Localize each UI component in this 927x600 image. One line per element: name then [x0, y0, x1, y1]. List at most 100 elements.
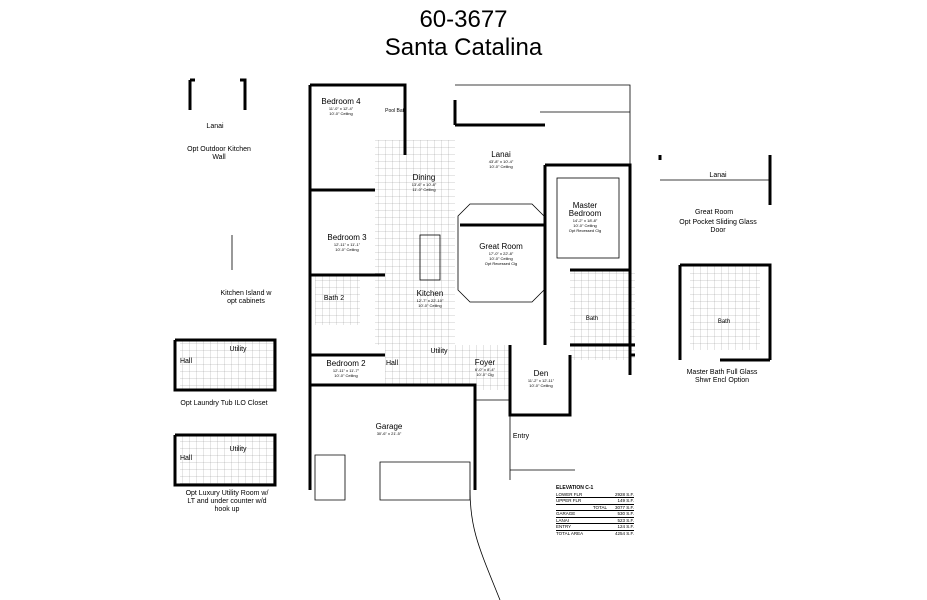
area-value: 149 S.F.: [617, 498, 634, 503]
option-pocket-great-room: Great Room: [694, 209, 734, 216]
room-name: Bath 2: [323, 295, 345, 302]
room-name: Great Room: [479, 242, 523, 251]
room-ceiling: 10'-0" Ceiling: [489, 256, 513, 261]
room-utility: Utility: [430, 348, 447, 355]
room-name: Den: [533, 369, 549, 378]
room-ceiling: 11'-0" Ceiling: [412, 187, 436, 192]
room-ceiling: 10'-0" Ceiling: [489, 164, 513, 169]
room-ceiling: 10'-0" Ceiling: [335, 247, 359, 252]
room-note: Opt Recessed Clg: [568, 228, 602, 233]
room-size: 12'-11" x 11'-7": [332, 368, 360, 373]
room-size: 30'-6" x 21'-5": [376, 431, 402, 436]
room-note: Opt Recessed Clg: [484, 261, 518, 266]
room-name: Hall: [385, 360, 399, 367]
room-name: Pool Bath: [385, 108, 407, 114]
room-size: 17'-0" x 22'-8": [488, 251, 514, 256]
area-label: LOWER FLR: [556, 491, 583, 497]
room-ceiling: 10'-0" Ceiling: [573, 223, 597, 228]
room-ceiling: 10'-0" Ceiling: [418, 303, 442, 308]
area-label: TOTAL AREA: [556, 530, 584, 536]
room-name: Dining: [412, 173, 436, 182]
tile-floors: [180, 140, 760, 485]
option-pocket-caption: Opt Pocket Sliding Glass Door: [679, 219, 757, 234]
area-value: 530 S.F.: [617, 511, 634, 516]
room-name: Foyer: [474, 358, 496, 367]
plan-name: Santa Catalina: [384, 34, 543, 61]
room-name: Kitchen: [416, 289, 444, 298]
option-kitchen-island-caption: Kitchen Island w opt cabinets: [220, 290, 272, 305]
room-ceiling: 10'-0" Ceiling: [529, 383, 553, 388]
option-outdoor-kitchen-caption: Opt Outdoor Kitchen Wall: [187, 146, 251, 161]
area-row: LANAI 523 S.F.: [556, 517, 634, 524]
area-row: ENTRY 124 S.F.: [556, 524, 634, 531]
option-luxury-caption: Opt Luxury Utility Room w/ LT and under …: [185, 490, 269, 513]
room-hall: Hall: [386, 360, 398, 367]
room-bath: Bath: [586, 316, 598, 322]
room-ceiling: 10'-0" Clg: [476, 372, 494, 377]
option-laundry-utility: Utility: [229, 346, 247, 353]
area-label: LANAI: [556, 517, 570, 523]
room-size: 6'-0" x 8'-4": [474, 367, 496, 372]
area-row: LOWER FLR 2928 S.F.: [556, 491, 634, 498]
room-size: 11'-2" x 12'-11": [527, 378, 555, 383]
area-label: TOTAL: [592, 504, 607, 510]
room-name: Bedroom 2: [326, 359, 366, 368]
option-laundry-hall: Hall: [179, 358, 193, 365]
area-value: 124 S.F.: [617, 524, 634, 529]
room-name: Lanai: [491, 150, 511, 159]
room-name: Bedroom 3: [327, 233, 367, 242]
area-table: ELEVATION C-1 LOWER FLR 2928 S.F. UPPER F…: [556, 485, 634, 537]
room-name: Master Bedroom: [568, 201, 602, 218]
area-value: 4254 S.F.: [614, 530, 634, 536]
option-luxury-utility: Utility: [229, 446, 247, 453]
room-size: 12'-7" x 22'-10": [416, 298, 444, 303]
area-label: ENTRY: [556, 524, 572, 529]
room-name: Utility: [430, 348, 448, 355]
area-value: 2928 S.F.: [614, 491, 634, 497]
area-value: 523 S.F.: [617, 517, 634, 523]
area-label: GARAGE: [556, 511, 576, 516]
option-luxury-hall: Hall: [179, 455, 193, 462]
room-name: Bedroom 4: [321, 97, 361, 106]
room-ceiling: 10'-0" Ceiling: [329, 111, 353, 116]
area-row: UPPER FLR 149 S.F.: [556, 498, 634, 505]
area-label: UPPER FLR: [556, 498, 582, 503]
room-bath-2: Bath 2: [324, 295, 344, 302]
walls: [173, 78, 772, 490]
option-lanai-room: Lanai: [206, 123, 224, 130]
room-name: Entry: [512, 433, 530, 440]
room-size: 12'-11" x 11'-1": [333, 242, 361, 247]
plan-number: 60-3677: [419, 6, 508, 33]
area-table-title: ELEVATION C-1: [556, 485, 594, 491]
room-entry: Entry: [513, 433, 529, 440]
option-master-bath-caption: Master Bath Full Glass Shwr Encl Option: [686, 369, 758, 384]
area-value: 3077 S.F.: [614, 504, 634, 510]
room-name: Garage: [375, 422, 403, 431]
area-row: TOTAL AREA 4254 S.F.: [556, 531, 634, 537]
room-ceiling: 10'-0" Ceiling: [334, 373, 358, 378]
room-size: 14'-2" x 18'-8": [572, 218, 598, 223]
room-size: 13'-6" x 10'-8": [411, 182, 437, 187]
option-master-bath-room: Bath: [717, 319, 731, 325]
thin-lines: [231, 84, 770, 600]
option-laundry-caption: Opt Laundry Tub ILO Closet: [180, 400, 268, 407]
room-pool-bath: Pool Bath: [385, 108, 407, 114]
room-name: Bath: [585, 316, 599, 322]
room-size: 43'-8" x 10'-4": [488, 159, 514, 164]
area-row: TOTAL 3077 S.F.: [556, 504, 634, 511]
area-row: GARAGE 530 S.F.: [556, 511, 634, 518]
option-pocket-lanai: Lanai: [709, 172, 727, 179]
room-size: 11'-0" x 12'-4": [328, 106, 354, 111]
